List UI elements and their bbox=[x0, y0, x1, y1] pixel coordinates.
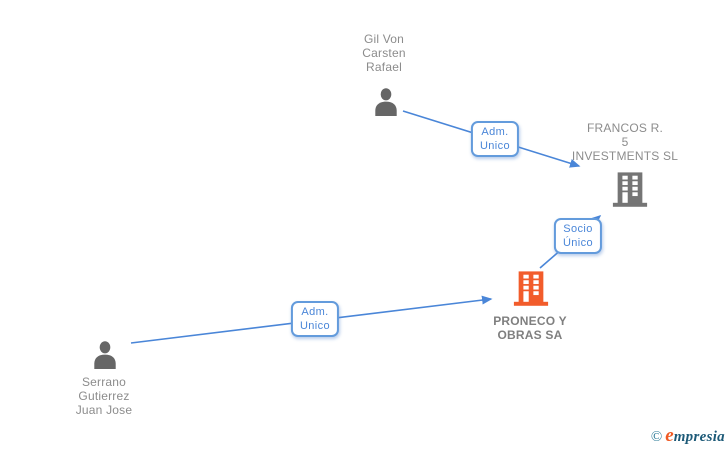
company-label-line: 5 bbox=[621, 135, 629, 149]
company-label-line: PRONECO Y bbox=[493, 314, 567, 328]
edge-label-line: Adm. bbox=[481, 126, 509, 138]
company-label-line: FRANCOS R. bbox=[586, 121, 663, 135]
edge-label-line: Unico bbox=[299, 320, 331, 332]
person-icon-gil[interactable] bbox=[371, 88, 401, 116]
empresia-logo[interactable]: ©empresia bbox=[651, 425, 725, 447]
company-label-line: INVESTMENTS SL bbox=[571, 149, 679, 163]
company-label-francos[interactable]: FRANCOS R. 5 INVESTMENTS SL bbox=[555, 121, 695, 163]
person-label-line: Gil Von bbox=[363, 32, 405, 46]
building-icon-proneco[interactable] bbox=[512, 270, 550, 307]
edge-label-socio-unico: Socio Único bbox=[553, 218, 603, 254]
edge-label-line: Unico bbox=[479, 140, 511, 152]
person-label-line: Serrano bbox=[81, 375, 127, 389]
person-label-line: Rafael bbox=[366, 60, 402, 74]
person-icon-serrano[interactable] bbox=[90, 341, 120, 369]
brand-text: mpresia bbox=[673, 429, 725, 445]
person-label-line: Gutierrez bbox=[78, 389, 130, 403]
edge-label-line: Socio bbox=[563, 223, 593, 235]
edge-label-line: Único bbox=[562, 237, 594, 249]
edge-label-adm-unico-bottom: Adm. Unico bbox=[290, 301, 340, 337]
copyright-icon: © bbox=[650, 429, 663, 445]
company-label-proneco[interactable]: PRONECO Y OBRAS SA bbox=[460, 314, 600, 342]
company-label-line: OBRAS SA bbox=[497, 328, 563, 342]
edge-label-adm-unico-top: Adm. Unico bbox=[470, 121, 520, 157]
building-icon-francos[interactable] bbox=[611, 171, 649, 208]
person-label-gil[interactable]: Gil Von Carsten Rafael bbox=[314, 32, 454, 74]
person-label-line: Juan Jose bbox=[75, 403, 133, 417]
edge-label-line: Adm. bbox=[301, 306, 329, 318]
brand-letter: e bbox=[665, 425, 674, 446]
person-label-line: Carsten bbox=[362, 46, 406, 60]
person-label-serrano[interactable]: Serrano Gutierrez Juan Jose bbox=[34, 375, 174, 417]
